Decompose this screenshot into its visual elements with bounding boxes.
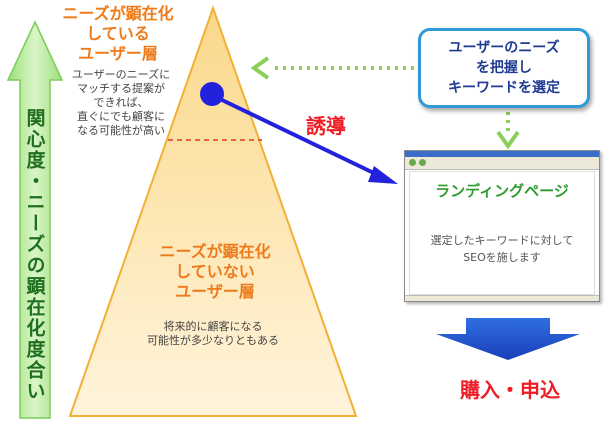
bottom-segment-description: 将来的に顧客になる 可能性が多少なりともある xyxy=(118,320,308,348)
landing-desc-line: SEOを施します xyxy=(463,251,541,264)
landing-page-description: 選定したキーワードに対して SEOを施します xyxy=(410,232,594,266)
vertical-axis-label: 関心度・ニーズの顕在化度合い xyxy=(23,108,46,402)
landing-desc-line: 選定したキーワードに対して xyxy=(430,234,574,247)
purchase-label: 購入・申込 xyxy=(460,378,560,402)
keyword-callout-box: ユーザーのニーズ を把握し キーワードを選定 xyxy=(418,28,590,108)
browser-toolbar xyxy=(405,157,599,170)
top-heading-line: ユーザー層 xyxy=(78,44,158,63)
top-desc-line: ユーザーのニーズに xyxy=(71,68,171,81)
bottom-heading-line: していない xyxy=(175,262,255,281)
browser-statusbar xyxy=(405,295,599,301)
callout-line: を把握し xyxy=(476,60,532,76)
guide-arrow-line xyxy=(221,98,381,178)
top-segment-heading: ニーズが顕在化 している ユーザー層 xyxy=(48,4,188,64)
top-heading-line: している xyxy=(86,24,150,43)
top-desc-line: できれば、 xyxy=(93,96,149,109)
bottom-desc-line: 可能性が多少なりともある xyxy=(147,334,279,347)
callout-line: キーワードを選定 xyxy=(448,80,560,96)
dotted-arrow-down-head xyxy=(496,130,520,150)
bottom-heading-line: ニーズが顕在化 xyxy=(159,242,271,261)
pyramid-shape xyxy=(68,4,358,417)
landing-page-browser: ランディングページ 選定したキーワードに対して SEOを施します xyxy=(404,150,600,302)
bottom-heading-line: ユーザー層 xyxy=(175,282,255,301)
back-icon xyxy=(409,159,416,166)
forward-icon xyxy=(419,159,426,166)
vertical-arrow-shape xyxy=(6,20,64,419)
top-desc-line: マッチする提案が xyxy=(77,82,165,95)
bottom-desc-line: 将来的に顧客になる xyxy=(163,320,263,333)
top-desc-line: なる可能性が高い xyxy=(77,124,165,137)
browser-content: ランディングページ 選定したキーワードに対して SEOを施します xyxy=(409,171,595,295)
guide-arrow-head xyxy=(368,166,398,184)
user-dot xyxy=(200,82,224,106)
dotted-arrow-left-head xyxy=(250,56,270,80)
guide-label: 誘導 xyxy=(306,114,346,138)
landing-page-title: ランディングページ xyxy=(435,182,569,200)
callout-line: ユーザーのニーズ xyxy=(448,40,560,56)
top-desc-line: 直ぐにでも顧客に xyxy=(77,110,165,123)
bottom-segment-heading: ニーズが顕在化 していない ユーザー層 xyxy=(150,242,280,302)
top-heading-line: ニーズが顕在化 xyxy=(62,4,174,23)
top-segment-description: ユーザーのニーズに マッチする提案が できれば、 直ぐにでも顧客に なる可能性が… xyxy=(56,68,186,138)
browser-titlebar xyxy=(405,151,599,157)
purchase-arrow xyxy=(436,318,580,360)
